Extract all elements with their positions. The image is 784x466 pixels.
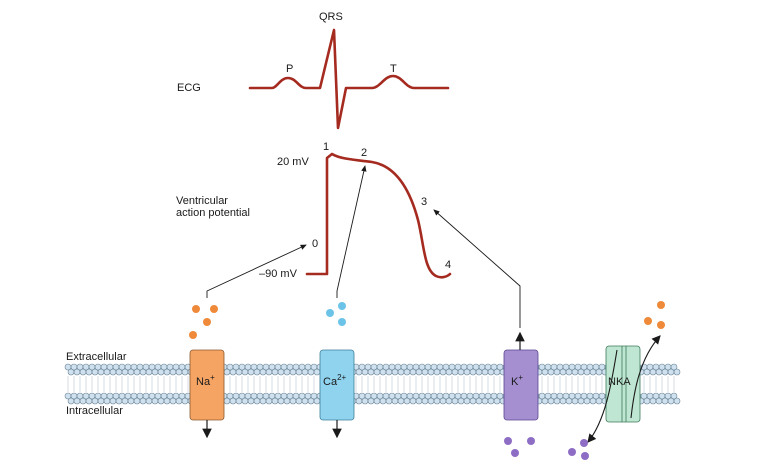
phase-1-label: 1 bbox=[323, 141, 329, 153]
sodium-ion-symbol: Na bbox=[196, 376, 211, 388]
calcium-ion-charge: 2+ bbox=[337, 373, 346, 382]
sodium-to-phase0-arrow bbox=[206, 244, 307, 298]
lipid-bilayer bbox=[64, 363, 681, 405]
pump-sodium-out-arrow bbox=[630, 335, 661, 419]
calcium-to-phase2-arrow bbox=[336, 165, 367, 298]
svg-text:Ca2+: Ca2+ bbox=[323, 373, 347, 388]
calcium-channel: Ca2+ bbox=[319, 349, 355, 421]
sodium-channel: Na+ bbox=[189, 349, 225, 421]
calcium-ion-symbol: Ca bbox=[323, 376, 338, 388]
sodium-ions-extracellular bbox=[189, 305, 218, 339]
ecg-label: ECG bbox=[177, 82, 201, 94]
potassium-ion-charge: + bbox=[518, 373, 523, 382]
potassium-ions-pumped-in bbox=[568, 439, 589, 460]
pump-potassium-in-arrow bbox=[587, 349, 618, 443]
sodium-ion-charge: + bbox=[210, 373, 215, 382]
phase-3-label: 3 bbox=[421, 196, 427, 208]
phase-2-label: 2 bbox=[361, 147, 367, 159]
potassium-to-phase3-arrow bbox=[433, 209, 521, 328]
svg-text:Na+: Na+ bbox=[196, 373, 215, 388]
qrs-label: QRS bbox=[319, 11, 343, 23]
ap-label-line1: Ventricular bbox=[176, 195, 228, 207]
t-wave-label: T bbox=[390, 63, 397, 75]
ap-label-line2: action potential bbox=[176, 207, 250, 219]
phase-4-label: 4 bbox=[445, 259, 451, 271]
intracellular-label: Intracellular bbox=[66, 405, 123, 417]
phase-0-label: 0 bbox=[312, 238, 318, 250]
calcium-ions-extracellular bbox=[326, 302, 346, 326]
potassium-channel: K+ bbox=[503, 349, 539, 421]
sodium-ions-pumped-out bbox=[644, 301, 665, 329]
ecg-trace bbox=[248, 28, 450, 130]
svg-text:K+: K+ bbox=[511, 373, 523, 388]
ap-top-voltage: 20 mV bbox=[277, 156, 309, 168]
action-potential-trace bbox=[305, 152, 452, 279]
potassium-ions-intracellular bbox=[504, 437, 535, 457]
nka-label: NKA bbox=[608, 376, 631, 388]
ap-bottom-voltage: –90 mV bbox=[259, 268, 298, 280]
extracellular-label: Extracellular bbox=[66, 351, 127, 363]
p-wave-label: P bbox=[286, 63, 293, 75]
potassium-ion-symbol: K bbox=[511, 376, 519, 388]
